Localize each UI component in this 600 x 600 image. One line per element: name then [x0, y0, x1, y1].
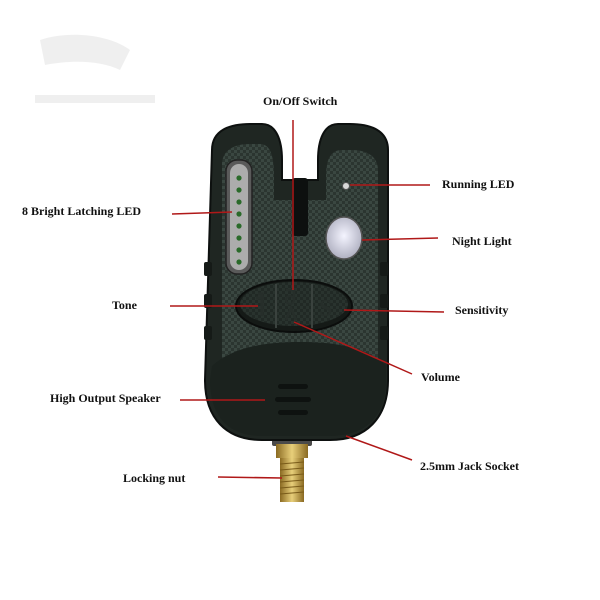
sensitivity-button-icon: S [319, 296, 332, 322]
leader-latching-led [171, 211, 233, 215]
label-sensitivity: Sensitivity [455, 303, 509, 317]
watermark [35, 34, 155, 103]
leader-lines [170, 120, 445, 479]
volume-button-icon [284, 288, 298, 321]
leader-locking-nut [217, 476, 283, 479]
leader-volume [293, 321, 413, 375]
label-tone: Tone [112, 298, 137, 312]
leader-jack-socket [345, 435, 413, 461]
on-off-switch-slot [292, 178, 308, 236]
leader-sensitivity [343, 309, 445, 313]
locking-nut [272, 436, 312, 502]
label-night-light: Night Light [452, 234, 512, 248]
label-speaker: High Output Speaker [50, 391, 161, 405]
running-led [342, 182, 350, 190]
leader-night-light [361, 237, 439, 241]
label-on-off-switch: On/Off Switch [263, 94, 338, 108]
tone-button-icon [256, 292, 264, 316]
label-running-led: Running LED [442, 177, 515, 191]
speaker-grille [275, 384, 311, 415]
label-volume: Volume [421, 370, 460, 384]
latching-led-strip [225, 159, 253, 275]
label-latching-led: 8 Bright Latching LED [22, 204, 142, 218]
label-locking-nut: Locking nut [123, 471, 186, 485]
label-jack-socket: 2.5mm Jack Socket [420, 459, 519, 473]
night-light [325, 216, 363, 260]
control-buttons: S [235, 279, 353, 333]
